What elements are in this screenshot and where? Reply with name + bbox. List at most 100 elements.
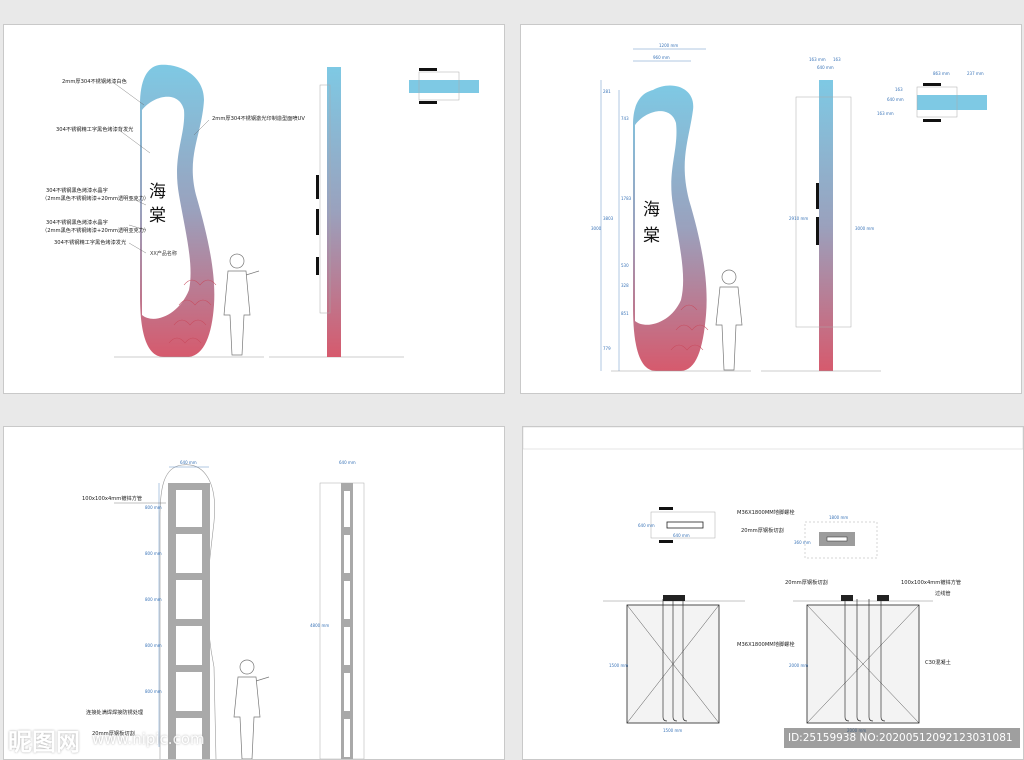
person-silhouette-dim xyxy=(715,269,743,371)
sheet-foundation: 640 mm 640 mm 1800 mm 360 mm M36X1800MM地… xyxy=(522,426,1024,760)
callout-4: 304不锈钢黑色烤漆水晶字 xyxy=(46,186,108,194)
sheet4-drawing: 640 mm 640 mm 1800 mm 360 mm M36X1800MM地… xyxy=(523,427,1023,733)
plan-small-outline xyxy=(650,511,716,539)
wave-pattern-dim xyxy=(670,304,709,351)
totem-outline-ghost-left xyxy=(159,464,183,759)
side-dim-1: 163 mm xyxy=(809,57,826,62)
dim-left-1: 281 xyxy=(603,89,611,94)
plan-mark-bottom-dim xyxy=(923,119,941,122)
dim-left-2: 743 xyxy=(621,116,629,121)
callout-plate-1: 20mm厚钢板切割 xyxy=(741,526,784,534)
frame-height-dim: 4800 mm xyxy=(310,623,329,628)
frame-side-gaps xyxy=(344,491,350,757)
sheet3-drawing: 640 mm 800 mm 800 mm 800 mm 800 mm 800 m… xyxy=(82,460,365,759)
sign-small-text: XX产品名称 xyxy=(150,250,177,257)
callout-3: 2mm厚304不锈钢激光印制造型面喷UV xyxy=(212,114,305,122)
sign-char-1: 海 xyxy=(149,182,166,202)
frame-dim-3: 800 mm xyxy=(145,597,162,602)
dim-left-9: 779 xyxy=(603,346,611,351)
plan-small-mark-top xyxy=(659,507,673,510)
callout-plate-2: 20mm厚钢板切割 xyxy=(785,578,828,586)
watermark-url: www.nipic.com xyxy=(92,730,205,748)
side-view-outline-dim xyxy=(795,96,852,328)
frame-side-top-dim: 640 mm xyxy=(339,460,356,465)
plan-small-dim-1: 640 mm xyxy=(638,523,655,528)
sheet1-drawing: 海 棠 XX产品名称 2mm厚304不锈钢烤漆白色 304不锈钢精工字黑色烤漆背… xyxy=(42,64,479,358)
dim-left-6: 530 xyxy=(621,263,629,268)
frame-dim-lines xyxy=(158,466,209,747)
person-silhouette xyxy=(223,253,260,356)
sheet4-header-band xyxy=(523,427,1023,450)
callout-leaders xyxy=(113,82,210,254)
plan-small-dim-2: 640 mm xyxy=(673,533,690,538)
frame-dim-5: 800 mm xyxy=(145,689,162,694)
left-dim-lines xyxy=(600,80,620,371)
callout-conduit: 过线管 xyxy=(935,589,951,597)
person-silhouette-frame xyxy=(233,659,270,759)
plate-outline xyxy=(804,521,878,559)
callout-bolt-1: M36X1800MM地脚螺栓 xyxy=(737,508,795,516)
side-dim-3: 640 mm xyxy=(817,65,834,70)
sign-char-2: 棠 xyxy=(149,206,166,226)
dim-left-8: 851 xyxy=(621,311,629,316)
callout-6: 304不锈钢黑色烤漆水晶字 xyxy=(46,218,108,226)
plan-small-mark-bottom xyxy=(659,540,673,543)
plan-mark-bottom xyxy=(419,101,437,104)
plan-mark-top xyxy=(419,68,437,71)
side-dim-2: 163 xyxy=(833,57,841,62)
watermark-id: ID:25159938 NO:20200512092123031081 xyxy=(788,732,1013,744)
totem-white-panel-dim xyxy=(635,111,684,325)
wave-pattern xyxy=(168,279,217,344)
dim-left-5: 3000 xyxy=(591,226,602,231)
plan-small-slot xyxy=(666,521,704,529)
dim-width-960: 960 mm xyxy=(653,55,670,60)
sheet-elevation-dimensioned: 海 棠 1200 mm 960 mm 281 743 1783 3803 300… xyxy=(520,24,1022,394)
plan-dim-4: 640 mm xyxy=(887,97,904,102)
plan-view-bar xyxy=(409,80,479,93)
base-plate-right-1 xyxy=(841,595,853,601)
plan-mark-top-dim xyxy=(923,83,941,86)
callout-bolt-2: M36X1800MM地脚螺栓 xyxy=(737,640,795,648)
callout-5: （2mm黑色不锈钢烤漆+20mm透明亚克力） xyxy=(42,194,149,202)
plan-view-outline-dim xyxy=(916,86,958,118)
dim-width-1200: 1200 mm xyxy=(659,43,678,48)
plate-slot xyxy=(826,536,848,542)
plan-dim-1: 863 mm xyxy=(933,71,950,76)
dim-left-7: 328 xyxy=(621,283,629,288)
frame-callout-1: 100x100x4mm镀锌方管 xyxy=(82,494,142,502)
watermark-logo: 昵图网 xyxy=(8,728,80,756)
dim-left-3: 1783 xyxy=(621,196,632,201)
callout-tube: 100x100x4mm镀锌方管 xyxy=(901,578,961,586)
plan-dim-5: 163 mm xyxy=(877,111,894,116)
frame-dim-4: 800 mm xyxy=(145,643,162,648)
plan-dim-3: 163 xyxy=(895,87,903,92)
base-plate-left xyxy=(663,595,685,601)
side-view-post-dim xyxy=(819,80,833,371)
side-view-post xyxy=(327,67,341,357)
plate-dim-2: 360 mm xyxy=(794,540,811,545)
dim-left-4: 3803 xyxy=(603,216,614,221)
callout-1: 2mm厚304不锈钢烤漆白色 xyxy=(62,77,127,85)
frame-callout-2: 连接处满焊焊接防锈处理 xyxy=(86,708,144,716)
section-left-width: 1500 mm xyxy=(663,728,682,733)
side-dim-5: 3000 mm xyxy=(855,226,874,231)
totem-white-panel xyxy=(142,96,191,319)
section-right-height: 2000 mm xyxy=(789,663,808,668)
frame-callout-3: 20mm厚钢板切割 xyxy=(92,729,135,737)
callout-concrete: C30混凝土 xyxy=(925,658,951,666)
frame-dim-1: 800 mm xyxy=(145,505,162,510)
callout-7: （2mm黑色不锈钢烤漆+20mm透明亚克力） xyxy=(42,226,149,234)
side-view-letters xyxy=(316,175,319,275)
steel-frame xyxy=(168,483,210,759)
sheet-elevation-front: 海 棠 XX产品名称 2mm厚304不锈钢烤漆白色 304不锈钢精工字黑色烤漆背… xyxy=(3,24,505,394)
plan-view-outline xyxy=(418,71,460,101)
side-view-outline xyxy=(319,84,331,314)
sign-char-1-dim: 海 xyxy=(643,200,660,220)
frame-top-dim: 640 mm xyxy=(180,460,197,465)
side-view-letters-dim xyxy=(816,183,819,245)
plan-dim-2: 237 mm xyxy=(967,71,984,76)
sign-char-2-dim: 棠 xyxy=(643,226,660,246)
callout-2: 304不锈钢精工字黑色烤漆背发光 xyxy=(56,125,133,133)
anchor-bolts-right xyxy=(844,599,886,722)
sheet-steel-frame: 640 mm 800 mm 800 mm 800 mm 800 mm 800 m… xyxy=(3,426,505,760)
